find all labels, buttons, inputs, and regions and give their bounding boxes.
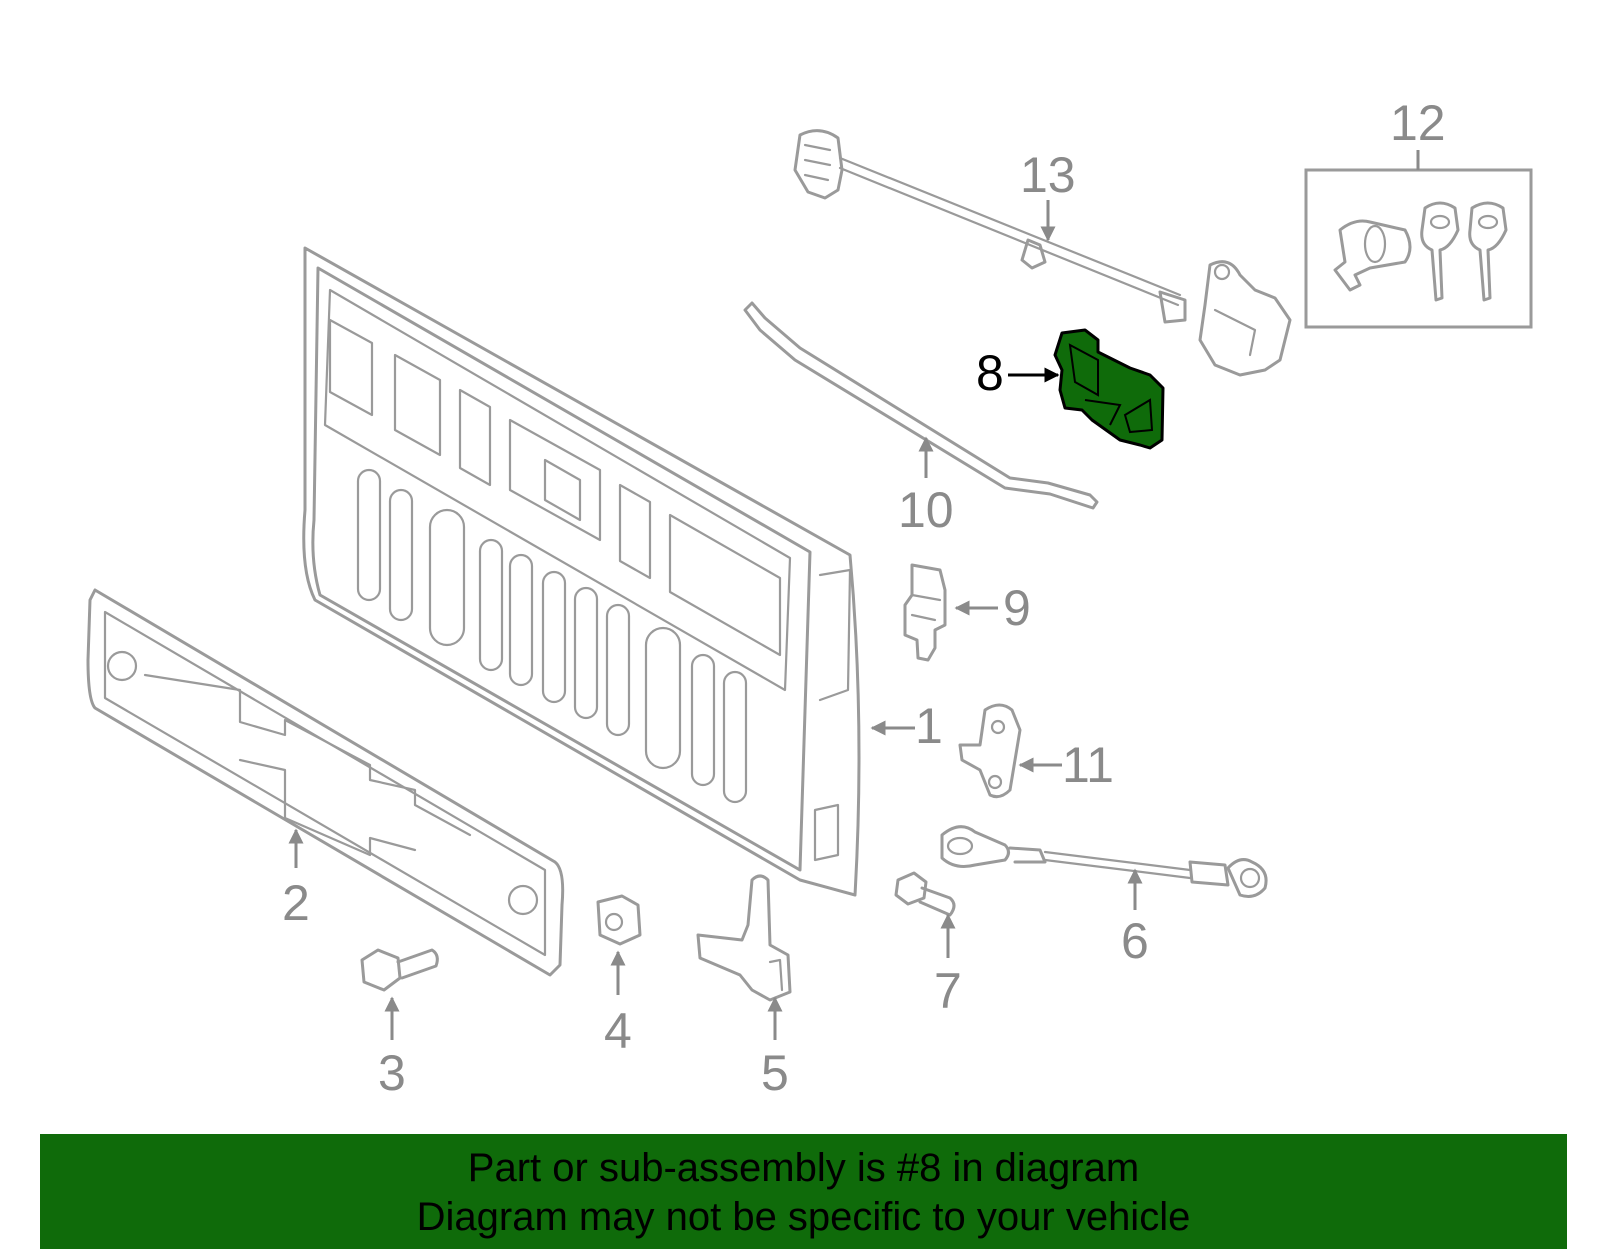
callout-7: 7 bbox=[934, 963, 962, 1019]
callout-1: 1 bbox=[915, 698, 943, 754]
callout-5: 5 bbox=[761, 1045, 789, 1101]
trim-panel-part-2 bbox=[86, 588, 565, 977]
callout-13: 13 bbox=[1020, 147, 1076, 203]
latch-handle-part-8 bbox=[1053, 328, 1165, 450]
bolt-part-3 bbox=[360, 948, 439, 992]
hinge-bracket-part-5 bbox=[696, 874, 792, 1002]
cable-assembly-part-13 bbox=[793, 129, 1292, 377]
callout-10: 10 bbox=[898, 482, 954, 538]
callout-9: 9 bbox=[1003, 580, 1031, 636]
callout-6: 6 bbox=[1121, 913, 1149, 969]
callout-8: 8 bbox=[976, 345, 1004, 401]
callout-3: 3 bbox=[378, 1045, 406, 1101]
callout-12: 12 bbox=[1390, 95, 1446, 151]
tailgate-panel-part-1 bbox=[302, 246, 861, 897]
info-banner: Part or sub-assembly is #8 in diagram Di… bbox=[40, 1134, 1567, 1249]
callout-2: 2 bbox=[282, 875, 310, 931]
bolt-part-7 bbox=[894, 871, 956, 917]
lock-cylinder-keys-part-12 bbox=[1304, 168, 1533, 329]
callout-11: 11 bbox=[1062, 737, 1114, 793]
callout-4: 4 bbox=[604, 1003, 632, 1059]
banner-line-1: Part or sub-assembly is #8 in diagram bbox=[467, 1146, 1140, 1190]
striker-bracket-part-11 bbox=[958, 703, 1022, 799]
callout-numbers: 1 2 3 4 5 6 7 8 9 10 11 12 13 bbox=[282, 95, 1446, 1101]
banner-line-2: Diagram may not be specific to your vehi… bbox=[416, 1195, 1191, 1239]
switch-part-9 bbox=[903, 563, 947, 662]
clip-nut-part-4 bbox=[596, 894, 642, 946]
rod-part-10 bbox=[743, 301, 1099, 510]
leader-lines bbox=[288, 150, 1420, 1040]
support-cable-part-6 bbox=[940, 825, 1268, 898]
